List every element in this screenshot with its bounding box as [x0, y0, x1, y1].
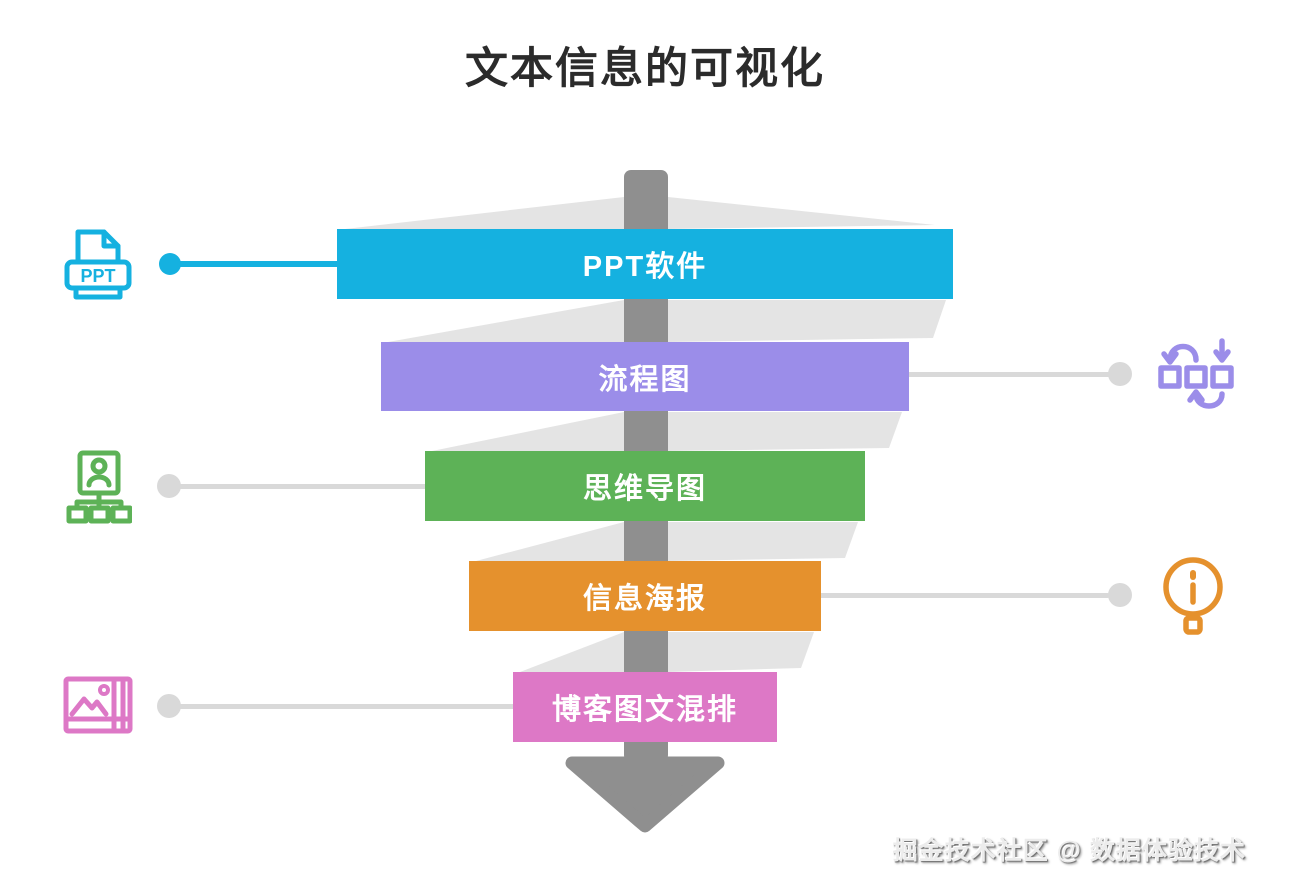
ribbon-fold	[668, 412, 902, 451]
ppt-icon-label: PPT	[80, 266, 115, 286]
ppt-file-icon: PPT	[64, 229, 132, 300]
connector-line	[906, 372, 1112, 377]
connector-line	[818, 593, 1110, 598]
connector-line	[168, 484, 428, 489]
watermark: 掘金技术社区 @ 数据体验技术	[892, 837, 1246, 865]
funnel-bar-ppt: PPT软件	[337, 229, 953, 299]
connector-line	[168, 704, 516, 709]
connector-dot	[159, 253, 181, 275]
arrow-head-icon	[565, 756, 725, 833]
funnel-bar-label: 思维导图	[582, 473, 707, 505]
ribbon-fold	[520, 632, 624, 672]
funnel-bar-label: 流程图	[598, 363, 692, 396]
connector-dot	[1108, 362, 1132, 386]
ribbon-fold	[668, 197, 935, 229]
ribbon-fold	[345, 197, 624, 229]
funnel-bar-label: PPT软件	[582, 251, 708, 283]
org-chart-icon	[66, 450, 132, 524]
connector-dot	[157, 694, 181, 718]
info-icon	[1163, 557, 1223, 635]
connector-dot	[1108, 583, 1132, 607]
funnel-bar-label: 博客图文混排	[551, 694, 738, 726]
funnel-bar-label: 信息海报	[582, 583, 707, 615]
ribbon-fold	[668, 300, 946, 342]
ribbon-fold	[668, 632, 814, 672]
ribbon-fold	[432, 412, 624, 451]
funnel-bar-flowchart: 流程图	[381, 342, 909, 411]
funnel-bar-blog: 博客图文混排	[513, 672, 777, 742]
ribbon-fold	[388, 300, 624, 342]
connector-dot	[157, 474, 181, 498]
ribbon-folds	[345, 197, 946, 672]
funnel-bar-poster: 信息海报	[469, 561, 821, 631]
connector-line	[168, 261, 340, 267]
workflow-icon	[1158, 338, 1234, 409]
blog-image-icon	[63, 676, 133, 734]
ribbon-fold	[668, 522, 858, 561]
ribbon-fold	[476, 522, 624, 561]
page-title: 文本信息的可视化	[465, 45, 825, 93]
funnel-bar-mindmap: 思维导图	[425, 451, 865, 521]
